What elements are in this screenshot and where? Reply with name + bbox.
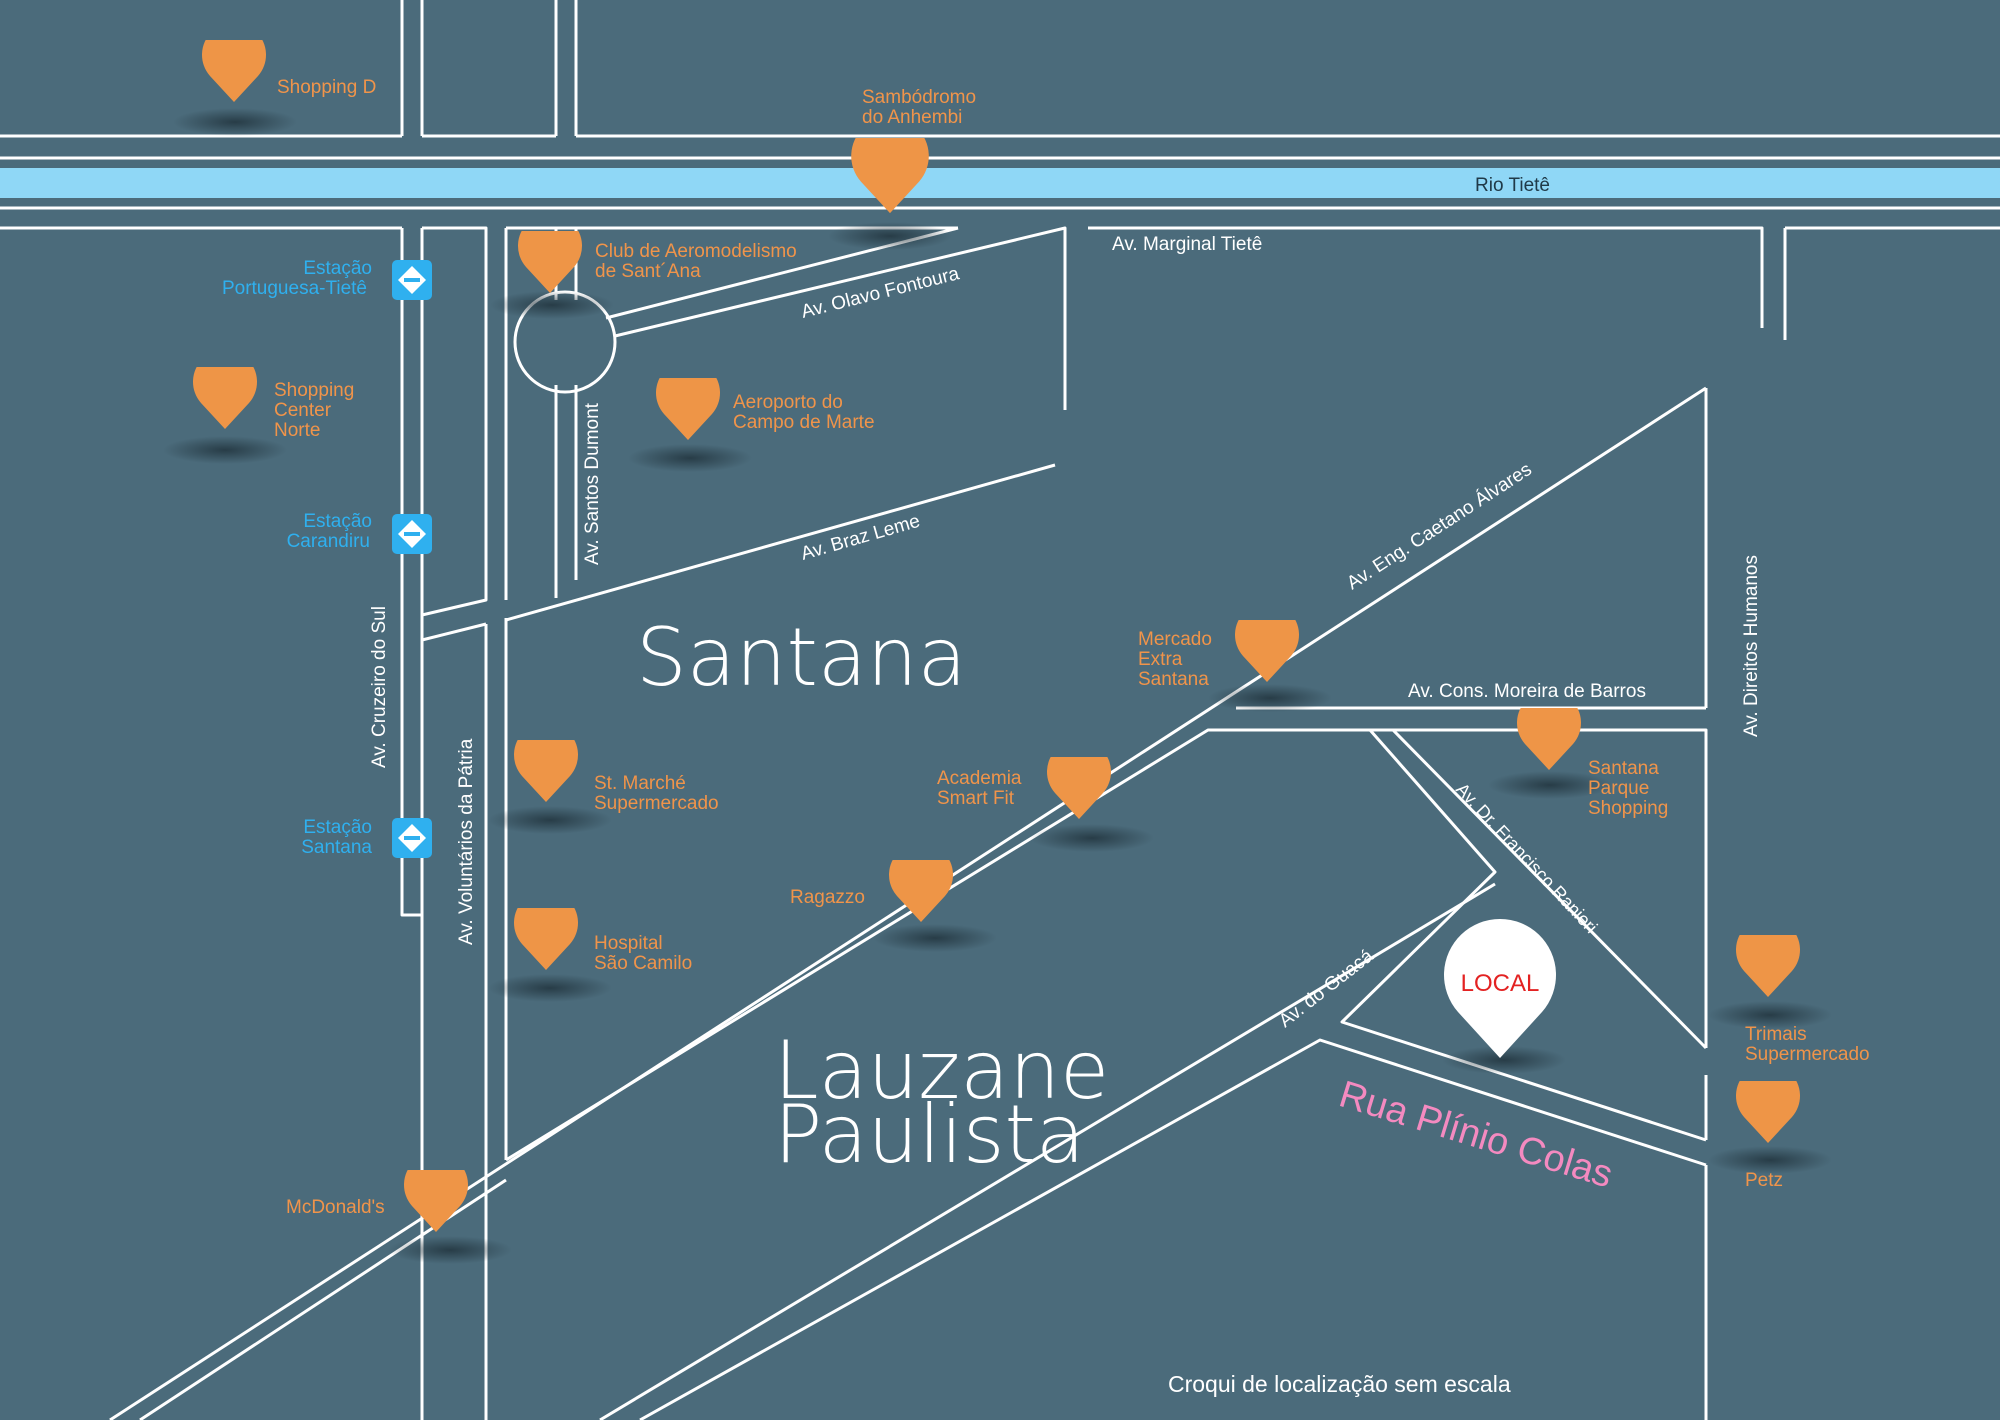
poi-aeroporto-campo-de-marte[interactable]: Aeroporto do Campo de Marte xyxy=(628,361,875,472)
district-paulista: Paulista xyxy=(774,1088,1085,1181)
pin-shadow xyxy=(1030,824,1154,852)
poi-trimais[interactable]: Trimais Supermercado xyxy=(1708,918,1870,1065)
pin-shadow xyxy=(1708,1001,1832,1029)
road-marginal-tiete xyxy=(1088,226,1764,328)
poi-label-line: Santana xyxy=(1588,758,1659,779)
road-segment xyxy=(421,226,488,617)
road-label-cruzeiro-do-sul: Av. Cruzeiro do Sul xyxy=(369,606,390,768)
poi-label-line: Sambódromo xyxy=(862,87,976,108)
pin-shadow xyxy=(163,436,287,464)
pin-shadow xyxy=(1488,771,1612,799)
poi-label-line: Hospital xyxy=(594,933,663,954)
poi-mcdonalds[interactable]: McDonald's xyxy=(286,1153,512,1264)
metro-icon-bar xyxy=(404,278,420,282)
pin-shadow xyxy=(1708,1146,1832,1174)
poi-label-line: Parque xyxy=(1588,778,1649,799)
poi-ragazzo[interactable]: Ragazzo xyxy=(790,843,997,952)
road-label-direitos-humanos: Av. Direitos Humanos xyxy=(1741,555,1762,737)
local-label: LOCAL xyxy=(1461,970,1540,997)
pin-shadow xyxy=(488,806,612,834)
poi-label-line: Extra xyxy=(1138,649,1183,670)
metro-icon-bar xyxy=(404,836,420,840)
road-do-guaca xyxy=(599,882,1496,1420)
poi-club-aeromodelismo[interactable]: Club de Aeromodelismo de Sant´Ana xyxy=(490,214,797,319)
station-santana[interactable]: Estação Santana xyxy=(301,817,432,858)
poi-label-line: Ragazzo xyxy=(790,887,865,908)
road-label-cons-moreira-de-barros: Av. Cons. Moreira de Barros xyxy=(1408,681,1646,702)
poi-label-line: Petz xyxy=(1745,1170,1783,1191)
poi-santana-parque-shopping[interactable]: Santana Parque Shopping xyxy=(1488,691,1668,819)
poi-label-line: de Sant´Ana xyxy=(595,261,701,282)
poi-shopping-center-norte[interactable]: Shopping Center Norte xyxy=(163,350,354,464)
station-label-line: Carandiru xyxy=(287,531,370,552)
local-marker[interactable]: LOCAL xyxy=(1442,918,1566,1074)
pin-shadow xyxy=(490,291,614,319)
pin-shadow xyxy=(873,924,997,952)
poi-mercado-extra-santana[interactable]: Mercado Extra Santana xyxy=(1138,603,1332,712)
poi-label-line: Shopping xyxy=(1588,798,1668,819)
poi-label-line: São Camilo xyxy=(594,953,692,974)
poi-shopping-d[interactable]: Shopping D xyxy=(173,23,376,136)
pin-shadow xyxy=(1208,684,1332,712)
poi-label-line: St. Marché xyxy=(594,773,686,794)
poi-label-line: Aeroporto do xyxy=(733,392,843,413)
poi-label-line: Santana xyxy=(1138,669,1209,690)
station-label-line: Estação xyxy=(303,511,372,532)
road-braz-leme xyxy=(505,463,1056,622)
road-label-marginal-tiete: Av. Marginal Tietê xyxy=(1112,234,1262,255)
poi-label-line: Club de Aeromodelismo xyxy=(595,241,797,262)
poi-label-line: do Anhembi xyxy=(862,107,962,128)
poi-hospital-sao-camilo[interactable]: Hospital São Camilo xyxy=(488,891,692,1002)
road-segment xyxy=(614,226,1067,410)
station-label-line: Santana xyxy=(301,837,372,858)
poi-petz[interactable]: Petz xyxy=(1708,1064,1832,1191)
station-label-line: Estação xyxy=(303,258,372,279)
poi-label-line: McDonald's xyxy=(286,1197,385,1218)
road-label-santos-dumont: Av. Santos Dumont xyxy=(582,402,603,565)
poi-label-line: Shopping xyxy=(274,380,354,401)
poi-label-line: Center xyxy=(274,400,332,421)
river-label: Rio Tietê xyxy=(1475,175,1550,196)
district-santana: Santana xyxy=(636,611,967,704)
pin-shadow xyxy=(628,444,752,472)
river-tiete xyxy=(0,168,2000,198)
poi-label-line: Trimais xyxy=(1745,1024,1807,1045)
poi-label-line: Smart Fit xyxy=(937,788,1015,809)
district-lauzane: Lauzane xyxy=(774,1024,1109,1117)
pin-shadow xyxy=(488,974,612,1002)
poi-label-line: Supermercado xyxy=(1745,1044,1870,1065)
road-cruzeiro-do-sul xyxy=(400,228,424,917)
poi-label-line: Academia xyxy=(937,768,1022,789)
road-segment xyxy=(421,622,487,642)
poi-sambodromo[interactable]: Sambódromo do Anhembi xyxy=(828,87,976,250)
road-label-voluntarios-da-patria: Av. Voluntários da Pátria xyxy=(456,738,477,945)
station-portuguesa-tiete[interactable]: Estação Portuguesa-Tietê xyxy=(222,258,432,300)
poi-st-marche[interactable]: St. Marché Supermercado xyxy=(488,723,719,834)
poi-label-line: Norte xyxy=(274,420,320,441)
local-pin-icon xyxy=(1443,918,1557,1058)
road-plinio-colas xyxy=(639,1038,1707,1420)
poi-label-line: Mercado xyxy=(1138,629,1212,650)
poi-label-line: Supermercado xyxy=(594,793,719,814)
poi-label-line: Shopping D xyxy=(277,77,376,98)
station-carandiru[interactable]: Estação Carandiru xyxy=(287,511,432,554)
road-segment xyxy=(1393,728,1708,1048)
road-segment xyxy=(1340,729,1707,1142)
station-label-line: Portuguesa-Tietê xyxy=(222,278,367,299)
poi-label-line: Campo de Marte xyxy=(733,412,875,433)
metro-icon-bar xyxy=(404,532,420,536)
poi-academia-smart-fit[interactable]: Academia Smart Fit xyxy=(937,740,1154,852)
pin-shadow xyxy=(388,1236,512,1264)
pin-shadow xyxy=(828,222,952,250)
footnote: Croqui de localização sem escala xyxy=(1168,1371,1511,1397)
station-label-line: Estação xyxy=(303,817,372,838)
pin-shadow xyxy=(173,108,297,136)
road-francisco-ranieri xyxy=(1391,728,1708,1050)
pin-shadow xyxy=(1442,1046,1566,1074)
